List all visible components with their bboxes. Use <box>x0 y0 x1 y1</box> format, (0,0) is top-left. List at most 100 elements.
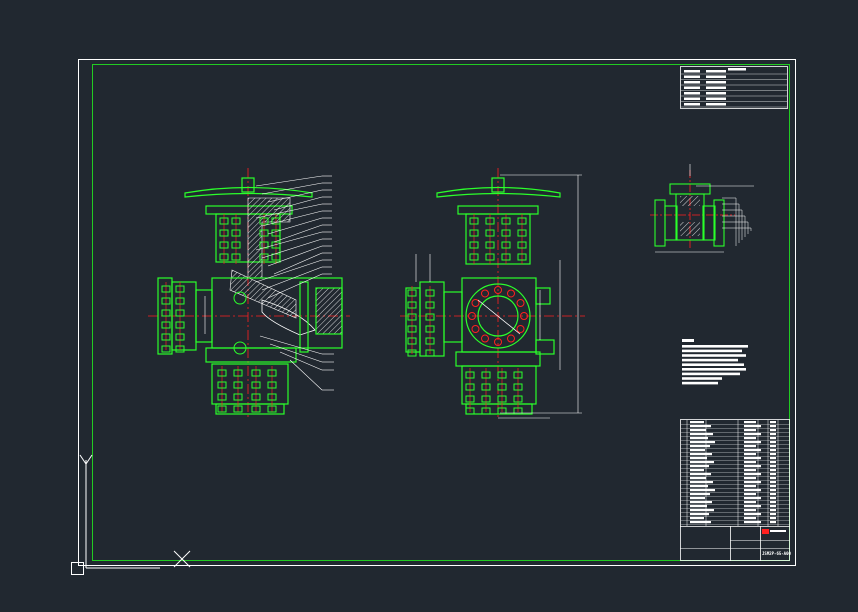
bonnet-bolt-nut <box>219 229 229 237</box>
side-bottom-bolt-nut <box>513 383 523 391</box>
tech-req-heading <box>682 339 694 342</box>
title-block[interactable]: JSM2P-65-A00 <box>680 526 791 561</box>
parts-cell-text <box>690 481 713 484</box>
side-view[interactable] <box>400 168 585 419</box>
parts-cell-text <box>690 457 707 460</box>
parts-cell-text <box>690 517 704 520</box>
flange-bolt-hole <box>516 299 525 307</box>
side-flange-bolt-nut <box>425 289 435 297</box>
parts-cell-text <box>770 469 776 472</box>
parts-list-table[interactable] <box>680 419 791 561</box>
drawing-number: JSM2P-65-A00 <box>762 551 791 556</box>
flange-bolt-hole <box>481 289 489 298</box>
side-bottom-bolt-nut <box>497 371 507 379</box>
parts-cell-text <box>690 493 710 496</box>
side-bottom-bolt-nut <box>497 383 507 391</box>
parts-cell-text <box>744 441 761 444</box>
side-bottom-bolt-nut <box>497 395 507 403</box>
side-bottom-bolt-nut <box>481 371 491 379</box>
parts-cell-text <box>744 433 761 436</box>
bonnet-bolt-nut <box>219 217 229 225</box>
parts-cell-text <box>744 473 761 476</box>
ucs-icon <box>71 454 191 575</box>
ucs-origin-box[interactable] <box>71 562 84 575</box>
side-bonnet-bolt-nut <box>485 217 495 225</box>
parts-cell-text <box>690 501 712 504</box>
upper-block-text <box>706 103 726 106</box>
parts-cell-text <box>690 421 704 424</box>
parts-cell-text <box>770 493 776 496</box>
parts-cell-text <box>744 497 761 500</box>
upper-block-text <box>706 92 726 95</box>
upper-block-text <box>706 86 726 89</box>
tech-req-line <box>682 345 748 348</box>
parts-cell-text <box>770 461 776 464</box>
tech-req-line <box>682 381 718 385</box>
parts-cell-text <box>744 449 761 452</box>
bottom-bolt-nut <box>217 393 227 401</box>
upper-block-text <box>684 86 700 89</box>
part-leader <box>269 343 323 363</box>
flange-diameter-leader <box>477 299 521 335</box>
parts-cell-text <box>770 421 776 424</box>
parts-cell-text <box>690 449 705 452</box>
parts-cell-text <box>770 433 776 436</box>
bottom-bolt-nut <box>267 381 277 389</box>
parts-cell-text <box>744 481 761 484</box>
bonnet-bolt-nut <box>271 217 281 225</box>
parts-cell-text <box>770 481 776 484</box>
side-bottom-bolt-nut <box>513 395 523 403</box>
side-bonnet-bolt-nut <box>469 217 479 225</box>
parts-cell-text <box>690 505 707 508</box>
parts-cell-text <box>770 429 776 432</box>
parts-cell-text <box>744 465 761 468</box>
parts-cell-text <box>770 453 776 456</box>
side-handwheel[interactable] <box>436 186 561 198</box>
flange-bolt-hole <box>507 334 515 343</box>
side-flange-bolt-nut <box>425 349 435 357</box>
side-bonnet-bolt-nut <box>501 253 511 261</box>
parts-cell-text <box>770 477 776 480</box>
part-leader <box>289 359 323 391</box>
upper-block-text <box>684 92 700 95</box>
side-bottom-bolt-nut <box>481 383 491 391</box>
part-leader <box>267 217 323 235</box>
side-bottom-bolt-nut <box>513 371 523 379</box>
upper-block-text <box>706 97 726 100</box>
part-leader <box>261 210 323 227</box>
upper-title-block[interactable] <box>680 66 788 109</box>
side-bonnet-bolt-nut <box>517 253 527 261</box>
bottom-bolt-nut <box>267 369 277 377</box>
bonnet-bolt-nut <box>259 217 269 225</box>
tech-req-line <box>682 368 746 371</box>
upper-block-text <box>684 70 700 73</box>
side-flange-bolt-nut <box>425 301 435 309</box>
flange-bolt-nut <box>161 285 171 293</box>
parts-cell-text <box>770 497 776 500</box>
side-bonnet-bolt-nut <box>469 241 479 249</box>
side-bonnet-bolt-nut <box>469 253 479 261</box>
handwheel[interactable] <box>184 186 313 198</box>
part-leader <box>255 203 323 219</box>
side-flange-bolt-nut <box>407 289 417 297</box>
bonnet-bolt-nut <box>271 253 281 261</box>
side-flange-bolt-nut <box>425 325 435 333</box>
front-section-view[interactable] <box>148 168 350 418</box>
part-leader <box>267 189 323 203</box>
bonnet-bolt-nut <box>259 253 269 261</box>
side-bottom-bolt-nut <box>465 371 475 379</box>
bottom-bolt-nut <box>267 405 277 413</box>
side-flange-face[interactable] <box>465 283 531 349</box>
bottom-bolt-nut <box>251 381 261 389</box>
part-leader <box>273 252 323 275</box>
tech-req-line <box>682 377 722 380</box>
parts-cell-text <box>744 445 756 448</box>
side-flange-bolt-nut <box>425 337 435 345</box>
top-view[interactable] <box>650 164 754 253</box>
parts-cell-text <box>744 501 756 504</box>
parts-cell-text <box>770 437 776 440</box>
bonnet-bolt-nut <box>231 253 241 261</box>
bottom-bolt-nut <box>251 369 261 377</box>
